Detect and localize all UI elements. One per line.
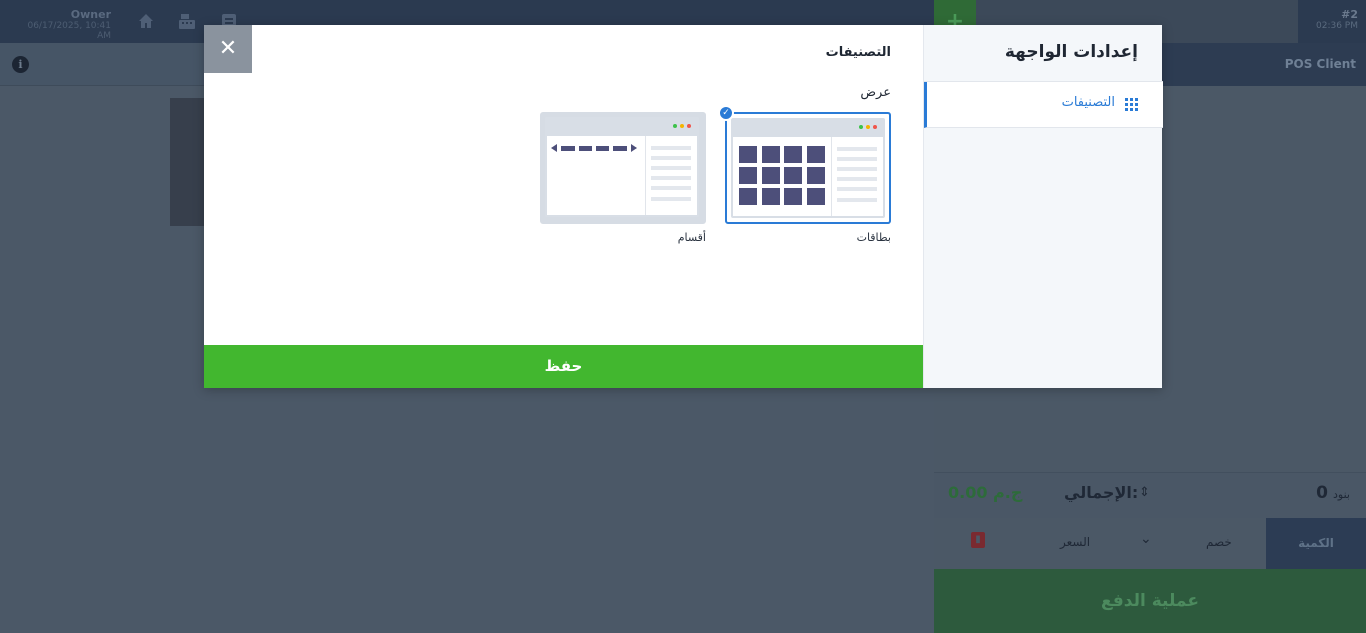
red-dot	[687, 124, 691, 128]
arrow-right-icon	[631, 144, 637, 152]
discount-button[interactable]: خصم	[1206, 535, 1232, 549]
order-info: #2 02:36 PM	[1298, 0, 1366, 43]
cards-preview	[731, 118, 885, 218]
selected-check-icon: ✓	[718, 105, 734, 121]
total-value: 0.00 ج.م	[948, 483, 1023, 502]
preview-sidebar	[831, 137, 883, 216]
settings-sidebar: إعدادات الواجهة التصنيفات	[923, 25, 1163, 388]
sidebar-item-label: التصنيفات	[1061, 95, 1115, 110]
save-button[interactable]: حفظ	[204, 345, 923, 388]
chevron-down-icon[interactable]: ⌄	[1140, 531, 1152, 547]
user-info: Owner 06/17/2025, 10:41 AM	[14, 8, 111, 41]
close-button[interactable]: ✕	[204, 25, 252, 73]
red-dot	[873, 125, 877, 129]
client-selector[interactable]: POS Client	[1162, 43, 1366, 86]
order-time: 02:36 PM	[1316, 21, 1358, 31]
items-count: بنود 0	[1316, 483, 1354, 503]
cart-actions: الكمية خصم ⌄ السعر ▮	[934, 518, 1366, 569]
preview-sidebar	[645, 136, 697, 215]
category-panel	[170, 98, 204, 226]
view-option-cards[interactable]	[725, 112, 891, 224]
view-option-sections[interactable]	[540, 112, 706, 224]
info-icon[interactable]: i	[12, 56, 29, 73]
grid-icon	[1125, 98, 1138, 111]
receipt-icon[interactable]	[220, 12, 240, 32]
section-title: التصنيفات	[825, 45, 891, 60]
yellow-dot	[866, 125, 870, 129]
items-count-value: 0	[1316, 483, 1328, 503]
cart-summary: بنود 0 ⇕ الإجمالي: 0.00 ج.م	[934, 472, 1366, 518]
user-name: Owner	[70, 8, 111, 21]
total-label: الإجمالي:	[1064, 483, 1139, 502]
sidebar-divider	[924, 81, 1163, 82]
price-button[interactable]: السعر	[1060, 535, 1091, 549]
yellow-dot	[680, 124, 684, 128]
trash-icon[interactable]: ▮	[971, 532, 985, 548]
quantity-button[interactable]: الكمية	[1266, 518, 1366, 569]
sidebar-item-categories[interactable]: التصنيفات	[924, 82, 1163, 128]
items-label: بنود	[1333, 488, 1350, 501]
current-datetime: 06/17/2025, 10:41 AM	[27, 21, 111, 41]
option-label-sections[interactable]: أقسام	[677, 231, 706, 244]
green-dot	[673, 124, 677, 128]
arrow-left-icon	[551, 144, 557, 152]
option-label-cards[interactable]: بطاقات	[856, 231, 891, 244]
payment-button[interactable]: عملية الدفع	[934, 569, 1366, 633]
sort-icon[interactable]: ⇕	[1139, 485, 1150, 500]
order-number: #2	[1341, 8, 1358, 21]
modal-title: إعدادات الواجهة	[1004, 42, 1138, 62]
view-label: عرض	[860, 85, 891, 100]
home-icon[interactable]	[137, 12, 157, 32]
green-dot	[859, 125, 863, 129]
sections-preview	[545, 117, 699, 217]
cash-register-icon[interactable]	[178, 12, 198, 32]
ui-settings-modal: ✕ التصنيفات عرض	[204, 25, 1163, 388]
